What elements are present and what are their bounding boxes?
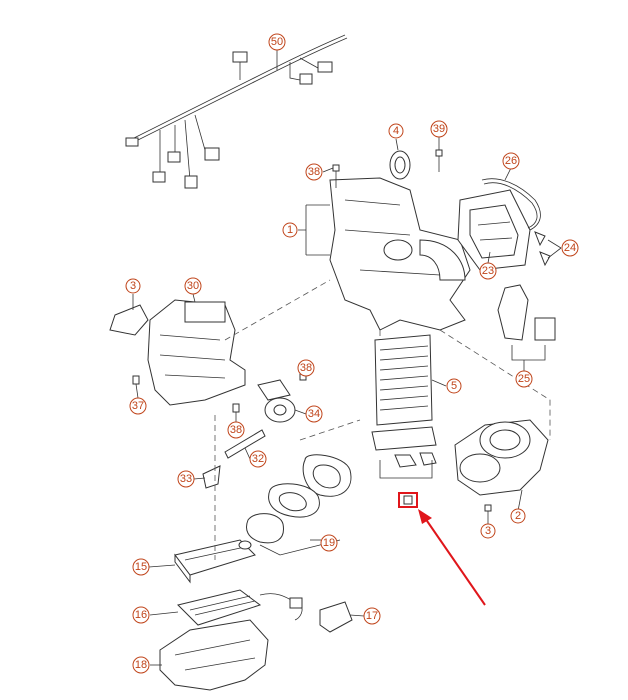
callout-24: 24 [561, 239, 579, 257]
svg-text:30: 30 [187, 280, 199, 292]
svg-text:26: 26 [505, 155, 517, 167]
heater-box [147, 299, 246, 406]
svg-text:4: 4 [393, 125, 399, 137]
svg-text:38: 38 [308, 166, 320, 178]
wiring-harness [125, 34, 348, 189]
seal-26 [481, 178, 541, 231]
callout-17: 17 [363, 607, 381, 625]
filter-cover [371, 426, 437, 479]
svg-text:19: 19 [323, 537, 335, 549]
screw-3-lower [484, 504, 492, 520]
motor-34 [257, 379, 296, 423]
svg-text:38: 38 [230, 424, 242, 436]
svg-text:25: 25 [518, 373, 530, 385]
callout-34: 34 [305, 405, 323, 423]
bracket-3 [109, 304, 149, 336]
svg-text:18: 18 [135, 659, 147, 671]
upper-housing [329, 177, 471, 331]
svg-text:39: 39 [433, 123, 445, 135]
link-32 [224, 429, 266, 459]
evaporator [177, 589, 303, 626]
callout-38-lower: 38 [227, 421, 245, 439]
svg-text:5: 5 [451, 380, 457, 392]
callout-5: 5 [446, 378, 462, 394]
callout-37: 37 [129, 397, 147, 415]
svg-text:16: 16 [135, 609, 147, 621]
callout-23: 23 [479, 262, 497, 280]
svg-text:37: 37 [132, 400, 144, 412]
air-duct [457, 189, 531, 271]
assembly-lines [214, 279, 551, 560]
svg-text:1: 1 [287, 224, 293, 236]
ring-part [389, 150, 411, 180]
callout-25: 25 [515, 370, 533, 388]
callout-33: 33 [177, 470, 195, 488]
svg-text:32: 32 [252, 453, 264, 465]
callout-1: 1 [282, 222, 298, 238]
svg-text:33: 33 [180, 473, 192, 485]
highlight-box [398, 492, 418, 508]
blower-motor [454, 419, 549, 496]
svg-text:15: 15 [135, 561, 147, 573]
callout-3: 3 [125, 278, 141, 294]
callout-26: 26 [502, 152, 520, 170]
svg-text:3: 3 [485, 525, 491, 537]
callout-38-right: 38 [297, 359, 315, 377]
svg-text:38: 38 [300, 362, 312, 374]
part-33 [202, 465, 221, 489]
lower-housing [159, 619, 269, 691]
screw-39 [435, 149, 443, 172]
pointer-arrow [418, 509, 486, 606]
svg-text:3: 3 [130, 280, 136, 292]
svg-text:50: 50 [271, 36, 283, 48]
svg-text:34: 34 [308, 408, 320, 420]
callout-15: 15 [132, 558, 150, 576]
svg-text:17: 17 [366, 610, 378, 622]
sensor-17 [319, 601, 353, 633]
callout-3-lower: 3 [480, 523, 496, 539]
actuators-25 [497, 284, 556, 361]
callout-16: 16 [132, 606, 150, 624]
callout-18: 18 [132, 656, 150, 674]
callout-30: 30 [184, 277, 202, 295]
svg-text:24: 24 [564, 242, 576, 254]
svg-text:23: 23 [482, 265, 494, 277]
callout-50: 50 [268, 33, 286, 51]
callout-4: 4 [388, 123, 404, 139]
callout-39: 39 [430, 120, 448, 138]
small-clip [403, 495, 413, 505]
seals-19 [246, 454, 352, 556]
callout-32: 32 [249, 450, 267, 468]
cabin-filter [374, 334, 433, 426]
clips-24 [534, 231, 551, 267]
svg-text:2: 2 [515, 510, 521, 522]
screw-38-lower [232, 403, 240, 413]
screw-37 [132, 375, 140, 385]
callout-38: 38 [305, 163, 323, 181]
callout-19: 19 [320, 534, 338, 552]
callout-2: 2 [510, 508, 526, 524]
